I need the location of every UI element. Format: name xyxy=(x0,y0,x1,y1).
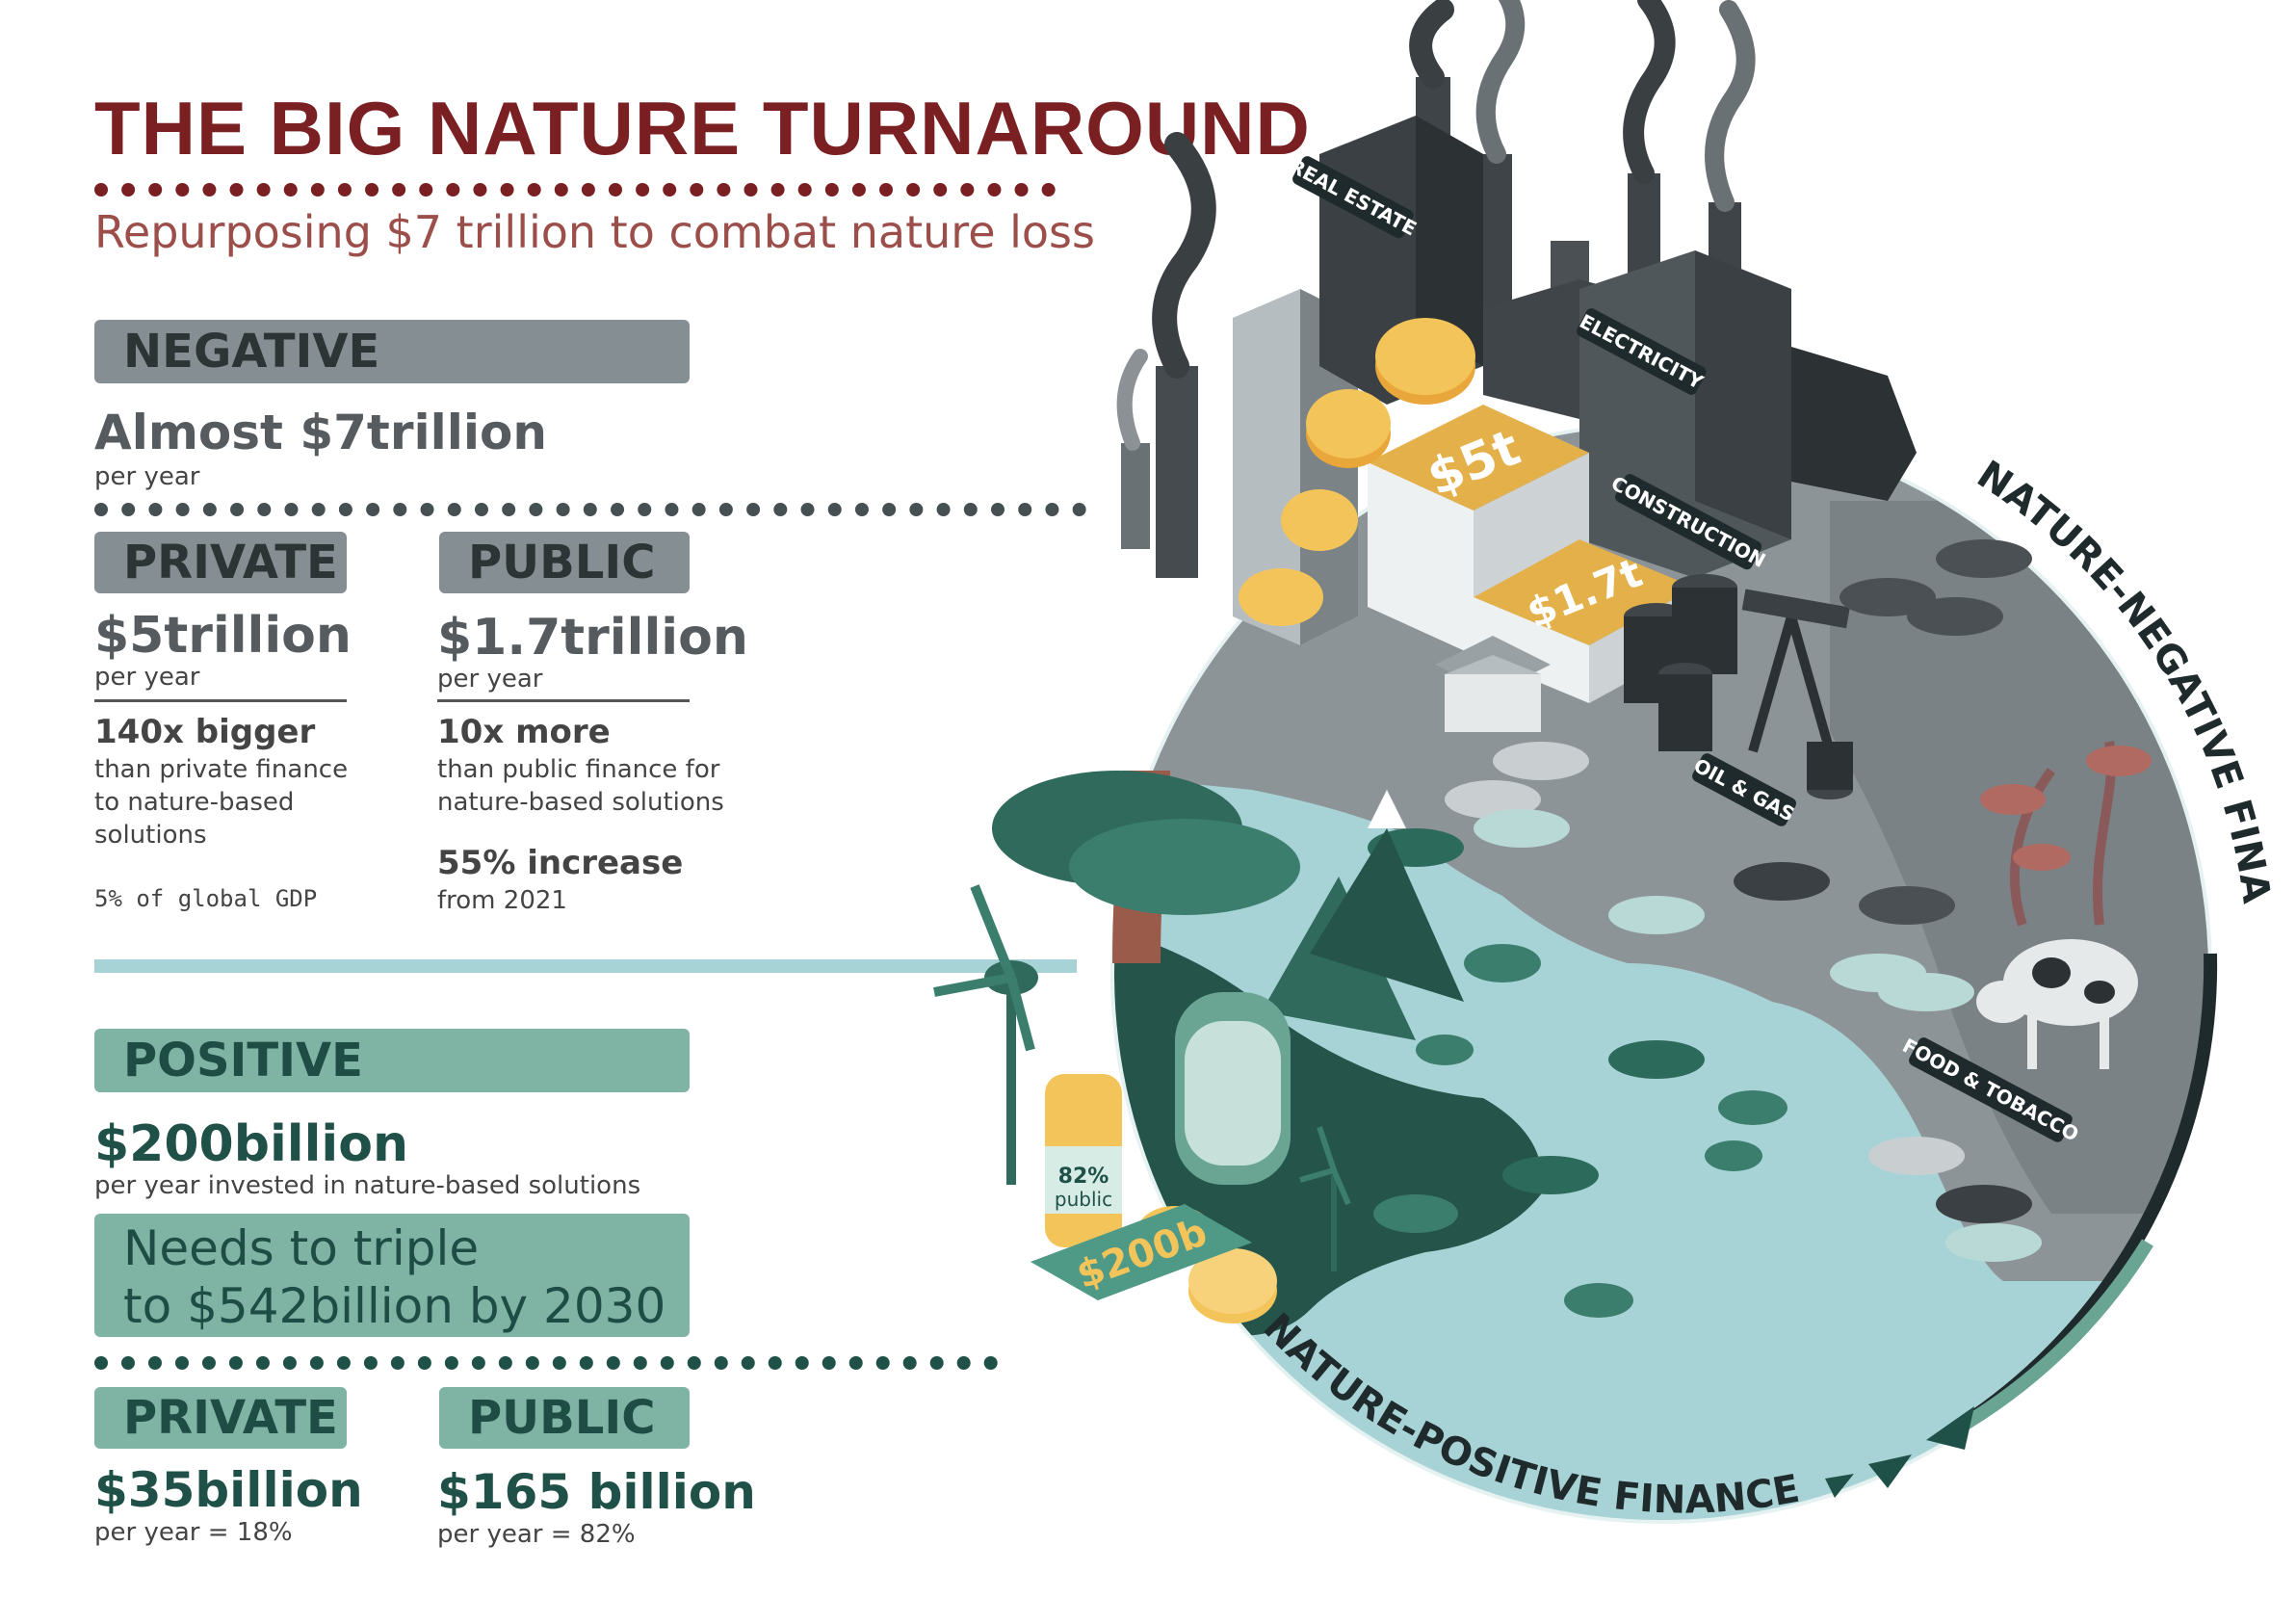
page-subtitle: Repurposing $7 trillion to combat nature… xyxy=(94,206,1095,258)
positive-needs-line1: Needs to triple xyxy=(123,1220,480,1276)
section-divider xyxy=(94,959,1077,973)
wind-turbines xyxy=(933,884,1351,1271)
positive-public-amount: $165 billion xyxy=(437,1464,756,1520)
positive-money-jar: 82% public $200b xyxy=(1031,1074,1252,1300)
positive-private-label: PRIVATE xyxy=(123,1391,338,1445)
positive-label: POSITIVE xyxy=(123,1034,363,1087)
jar-label-word: public xyxy=(1055,1188,1112,1211)
finance-flow-arc xyxy=(1825,953,2218,1498)
negative-private-band: PRIVATE xyxy=(94,532,347,593)
title-divider xyxy=(94,183,1056,196)
negative-private-unit: per year xyxy=(94,663,200,692)
negative-public-label: PUBLIC xyxy=(468,536,656,589)
positive-total-unit: per year invested in nature-based soluti… xyxy=(94,1171,641,1200)
negative-private-compare-1: than private finance xyxy=(94,755,349,784)
negative-public-band: PUBLIC xyxy=(439,532,690,593)
negative-label: NEGATIVE xyxy=(123,325,380,379)
positive-private-band: PRIVATE xyxy=(94,1387,347,1449)
positive-total: $200billion xyxy=(94,1115,408,1173)
page-title: THE BIG NATURE TURNAROUND xyxy=(94,86,1311,170)
negative-private-compare-3: solutions xyxy=(94,821,207,850)
negative-band: NEGATIVE xyxy=(94,320,690,383)
negative-private-label: PRIVATE xyxy=(123,536,338,589)
negative-public-compare-head: 10x more xyxy=(437,713,611,751)
negative-total: Almost $7trillion xyxy=(94,405,547,460)
money-tokens xyxy=(1368,539,2042,1262)
positive-needs-line2: to $542billion by 2030 xyxy=(123,1278,666,1334)
positive-band: POSITIVE xyxy=(94,1029,690,1092)
negative-public-increase-head: 55% increase xyxy=(437,844,684,882)
negative-private-compare-2: to nature-based xyxy=(94,788,295,817)
jar-label-pct: 82% xyxy=(1058,1165,1109,1189)
oil-and-gas-site xyxy=(1624,574,1853,799)
positive-public-band: PUBLIC xyxy=(439,1387,690,1449)
public-building xyxy=(1435,636,1551,732)
negative-public-compare-1: than public finance for xyxy=(437,755,720,784)
negative-public-rule xyxy=(437,699,690,702)
forest xyxy=(992,770,1787,1318)
negative-private-rule xyxy=(94,699,347,702)
negative-private-amount: $5trillion xyxy=(94,607,352,665)
negative-public-unit: per year xyxy=(437,665,543,694)
positive-public-unit: per year = 82% xyxy=(437,1520,636,1549)
negative-total-unit: per year xyxy=(94,462,200,491)
positive-connector xyxy=(94,1356,998,1370)
negative-private-note: 5% of global GDP xyxy=(94,885,318,912)
negative-public-increase-sub: from 2021 xyxy=(437,886,567,915)
positive-public-label: PUBLIC xyxy=(468,1391,656,1445)
negative-connector xyxy=(94,503,1086,516)
negative-public-amount: $1.7trillion xyxy=(437,609,748,667)
private-money-stack: $5t xyxy=(1368,405,1589,655)
positive-private-amount: $35billion xyxy=(94,1462,363,1518)
negative-private-compare-head: 140x bigger xyxy=(94,713,316,751)
negative-public-compare-2: nature-based solutions xyxy=(437,788,724,817)
food-and-tobacco-farm xyxy=(1976,741,2152,1069)
positive-private-unit: per year = 18% xyxy=(94,1518,293,1547)
positive-needs-box: Needs to triple to $542billion by 2030 xyxy=(94,1214,690,1337)
